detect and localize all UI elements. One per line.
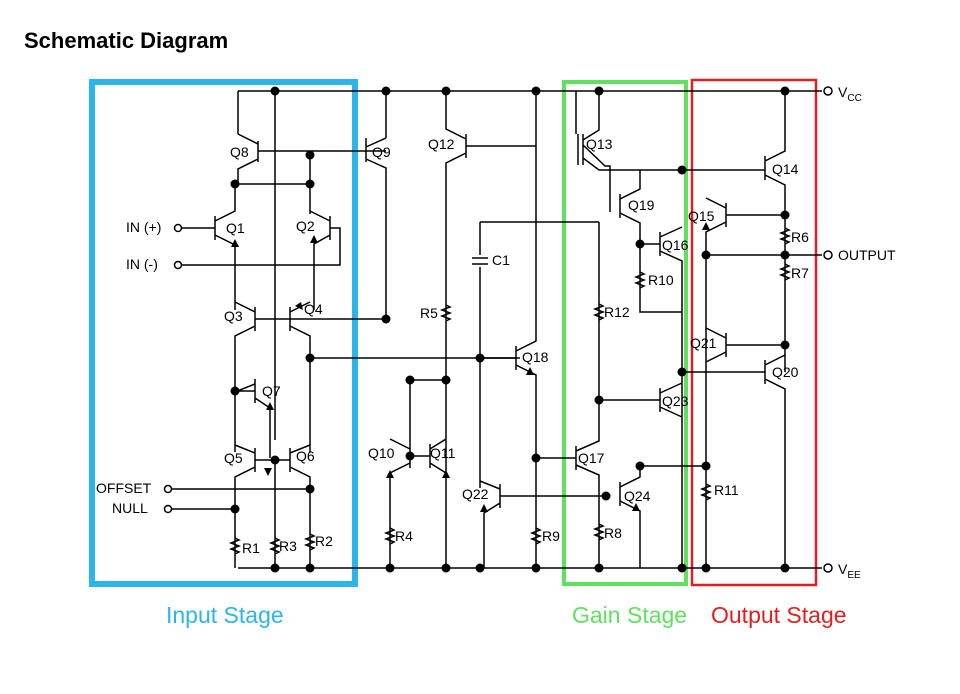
label-r3: R3 [279, 538, 297, 554]
label-q5: Q5 [224, 450, 243, 466]
label-c1: C1 [492, 252, 510, 268]
label-q1: Q1 [226, 220, 245, 236]
in-plus-label: IN (+) [126, 219, 161, 235]
output-stage-label: Output Stage [711, 602, 847, 628]
input-stage-label: Input Stage [166, 602, 284, 628]
label-q8: Q8 [230, 144, 249, 160]
component-labels: Q8 Q9 Q1 Q2 Q3 Q4 Q7 Q5 Q6 R1 R3 R2 Q12 … [224, 136, 809, 556]
label-r5: R5 [420, 305, 438, 321]
label-q10: Q10 [368, 445, 395, 461]
label-r2: R2 [315, 533, 333, 549]
gain-stage-box [562, 80, 688, 586]
middle-wiring [389, 91, 606, 568]
label-q2: Q2 [296, 218, 315, 234]
resistors [228, 227, 792, 555]
output-stage-wiring [682, 91, 833, 568]
offset-label: OFFSET [96, 480, 152, 496]
page-title: Schematic Diagram [24, 28, 229, 53]
label-q19: Q19 [628, 197, 655, 213]
label-q18: Q18 [522, 349, 549, 365]
label-q7: Q7 [262, 383, 281, 399]
in-minus-label: IN (-) [126, 256, 158, 272]
label-r9: R9 [542, 528, 560, 544]
label-q21: Q21 [690, 335, 717, 351]
label-r10: R10 [648, 272, 674, 288]
label-r11: R11 [714, 482, 739, 498]
label-r12: R12 [604, 304, 630, 320]
label-r4: R4 [395, 528, 413, 544]
label-q4: Q4 [304, 301, 323, 317]
junction-dots [230, 86, 790, 573]
gain-stage-label: Gain Stage [572, 602, 688, 628]
input-stage-box [89, 79, 358, 587]
label-q15: Q15 [688, 208, 715, 224]
label-q22: Q22 [462, 486, 489, 502]
vcc-label: VCC [838, 84, 862, 104]
output-label: OUTPUT [838, 247, 896, 263]
label-r7: R7 [791, 265, 809, 281]
label-q20: Q20 [772, 364, 799, 380]
emitter-arrows [231, 222, 710, 512]
label-r8: R8 [604, 525, 622, 541]
label-q16: Q16 [662, 237, 689, 253]
label-q17: Q17 [578, 450, 605, 466]
label-q6: Q6 [296, 448, 315, 464]
label-r6: R6 [791, 229, 809, 245]
label-q3: Q3 [224, 308, 243, 324]
label-r1: R1 [242, 540, 260, 556]
label-q11: Q11 [430, 445, 456, 461]
label-q23: Q23 [662, 393, 689, 409]
label-q12: Q12 [428, 136, 455, 152]
label-q24: Q24 [624, 488, 651, 504]
vcc-rail [238, 86, 833, 96]
vee-label: VEE [838, 561, 861, 581]
output-stage-box [690, 78, 818, 587]
label-q9: Q9 [372, 144, 391, 160]
label-q13: Q13 [586, 136, 613, 152]
vee-rail [238, 563, 833, 573]
null-label: NULL [112, 500, 148, 516]
label-q14: Q14 [772, 161, 799, 177]
